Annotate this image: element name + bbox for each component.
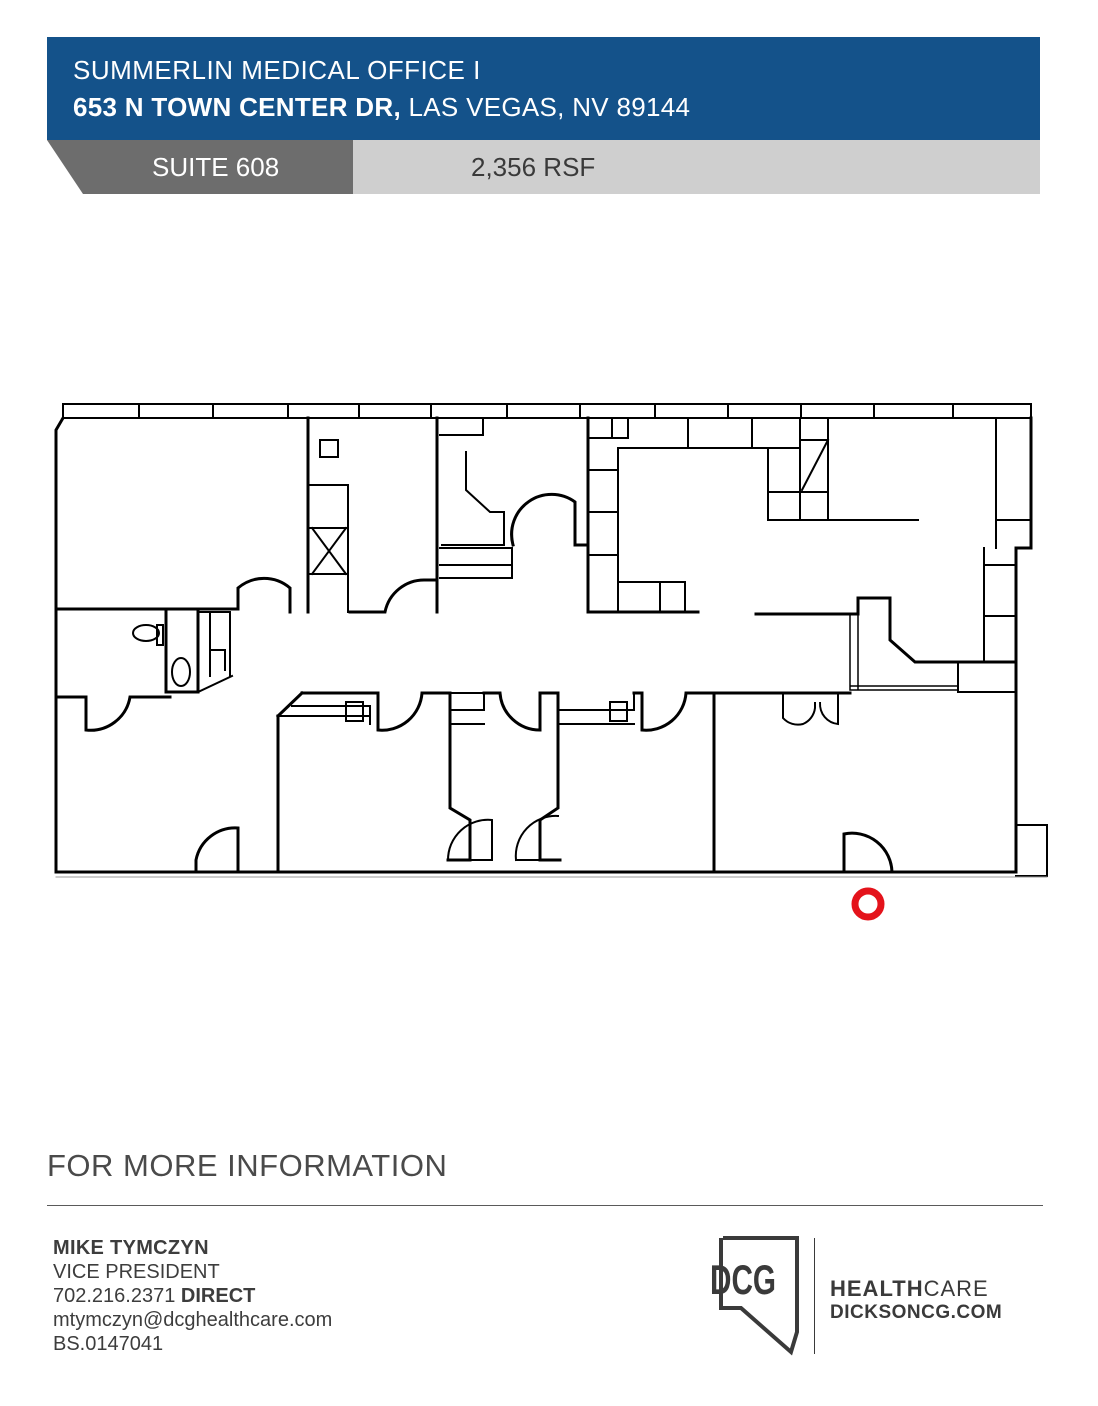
brand-divider [814, 1238, 815, 1354]
suite-label-box: SUITE 608 [47, 140, 353, 194]
contact-title: VICE PRESIDENT [53, 1261, 220, 1283]
contact-phone-line: 702.216.2371 DIRECT [53, 1284, 332, 1308]
contact-phone[interactable]: 702.216.2371 [53, 1285, 176, 1307]
contact-block: MIKE TYMCZYN VICE PRESIDENT 702.216.2371… [53, 1236, 332, 1356]
brand-name-light: CARE [923, 1276, 989, 1301]
entry-marker [851, 887, 885, 921]
header-band: SUMMERLIN MEDICAL OFFICE I 653 N TOWN CE… [47, 37, 1040, 140]
city-state-zip: LAS VEGAS, NV 89144 [408, 92, 691, 122]
dcg-logo: DCG [710, 1236, 799, 1356]
brand-name-bold: HEALTH [830, 1276, 924, 1301]
info-divider [47, 1205, 1043, 1206]
suite-bar: SUITE 608 2,356 RSF [47, 140, 1040, 194]
suite-area: 2,356 RSF [471, 152, 596, 182]
contact-name: MIKE TYMCZYN [53, 1237, 209, 1259]
building-name: SUMMERLIN MEDICAL OFFICE I [73, 55, 481, 85]
floor-plan [54, 403, 1048, 921]
contact-phone-label: DIRECT [180, 1285, 256, 1307]
address: 653 N TOWN CENTER DR, LAS VEGAS, NV 8914… [73, 87, 1040, 127]
brand-website[interactable]: DICKSONCG.COM [830, 1302, 1003, 1323]
street-address: 653 N TOWN CENTER DR, [73, 92, 401, 122]
suite-number: SUITE 608 [152, 152, 280, 182]
nevada-outline-icon [719, 1236, 799, 1356]
info-heading: FOR MORE INFORMATION [47, 1148, 448, 1183]
contact-email[interactable]: mtymczyn@dcghealthcare.com [53, 1309, 333, 1331]
contact-license: BS.0147041 [53, 1333, 164, 1355]
suite-area-box: 2,356 RSF [353, 140, 1040, 194]
brand-name: HEALTHCARE [830, 1276, 989, 1302]
logo-text: DCG [710, 1256, 776, 1303]
floor-plan-walls [54, 403, 1048, 878]
